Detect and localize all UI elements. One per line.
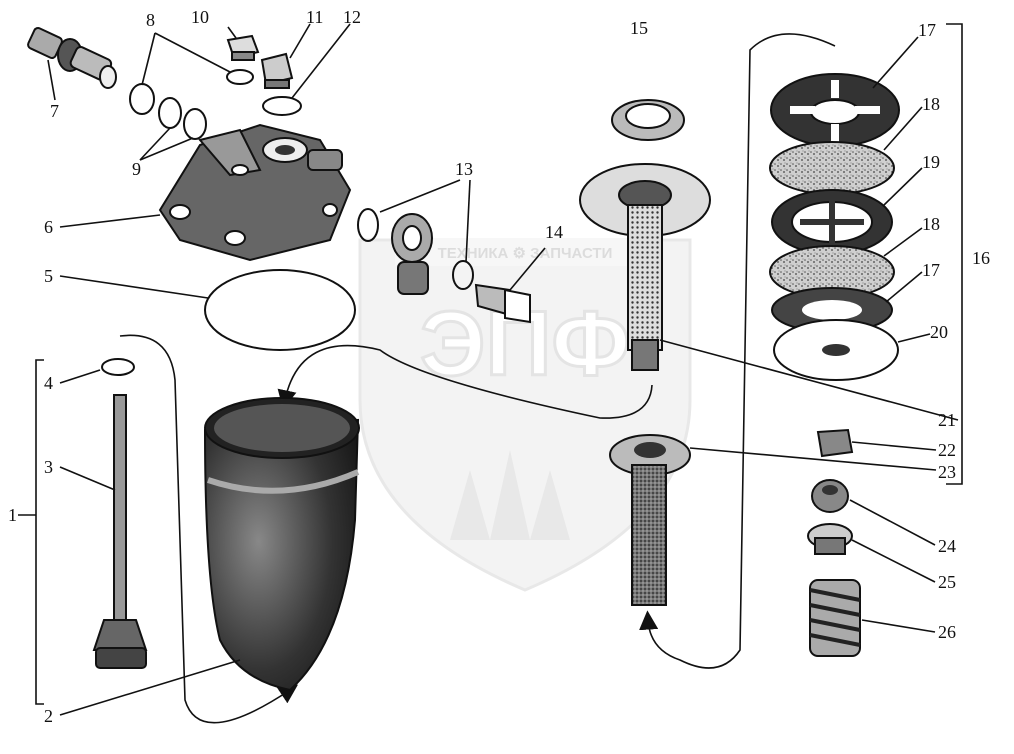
label-15: 15 <box>630 18 648 38</box>
label-2: 2 <box>44 706 53 726</box>
part-25-spring-cup <box>807 523 853 555</box>
group-bracket-16 <box>946 23 963 485</box>
label-25: 25 <box>938 572 956 592</box>
label-20: 20 <box>930 322 948 342</box>
label-8: 8 <box>146 10 155 30</box>
label-17-top: 17 <box>918 20 936 40</box>
part-12-washer <box>262 96 302 116</box>
part-15-ring <box>611 99 685 141</box>
part-19-grid <box>771 189 893 255</box>
part-14-hollow-bolt <box>474 283 531 324</box>
label-1: 1 <box>8 505 17 525</box>
label-23: 23 <box>938 462 956 482</box>
part-23-outlet-tube <box>609 434 691 606</box>
part-18-felt-disc-upper <box>769 141 895 195</box>
part-10-plug <box>226 34 260 61</box>
label-5: 5 <box>44 266 53 286</box>
part-17-grid-bottom <box>771 287 893 333</box>
label-4: 4 <box>44 373 53 393</box>
part-4-washer <box>101 358 135 376</box>
watermark-banner: ТЕХНИКА ⚙ ЗАПЧАСТИ <box>438 245 613 262</box>
part-5-sealing-ring <box>204 269 356 351</box>
part-22-nut <box>816 428 854 458</box>
label-13: 13 <box>455 159 473 179</box>
label-22: 22 <box>938 440 956 460</box>
label-6: 6 <box>44 217 53 237</box>
label-26: 26 <box>938 622 956 642</box>
flow-arrows <box>119 33 836 724</box>
label-9: 9 <box>132 159 141 179</box>
leader-lines <box>18 23 959 716</box>
part-13-banjo-and-seals <box>357 208 474 295</box>
label-17-bottom: 17 <box>922 260 940 280</box>
label-11: 11 <box>306 7 323 27</box>
label-10: 10 <box>191 7 209 27</box>
part-11-plug <box>260 52 294 89</box>
part-2-filter-bowl <box>203 397 360 692</box>
part-labels: 1 2 3 4 5 6 7 8 9 10 11 12 13 14 15 16 1… <box>8 7 990 726</box>
label-24: 24 <box>938 536 956 556</box>
part-17-grid-top <box>770 73 900 147</box>
part-20-plate <box>773 319 899 381</box>
label-19: 19 <box>922 152 940 172</box>
label-7: 7 <box>50 101 59 121</box>
part-24-cap-nut <box>811 479 849 513</box>
part-8-washer <box>129 69 254 115</box>
label-16: 16 <box>972 248 990 268</box>
label-12: 12 <box>343 7 361 27</box>
part-26-spring <box>809 579 861 657</box>
part-21-filter-element-tube <box>579 163 711 371</box>
watermark-logo: ТЕХНИКА ⚙ ЗАПЧАСТИ ЭПФ <box>358 238 692 592</box>
label-18-upper: 18 <box>922 94 940 114</box>
label-3: 3 <box>44 457 53 477</box>
part-6-filter-head <box>158 123 352 262</box>
part-7-fitting <box>27 27 117 89</box>
part-3-center-rod <box>92 394 148 669</box>
label-21: 21 <box>938 410 956 430</box>
label-14: 14 <box>545 222 563 242</box>
label-18-lower: 18 <box>922 214 940 234</box>
group-bracket-1 <box>35 359 44 705</box>
